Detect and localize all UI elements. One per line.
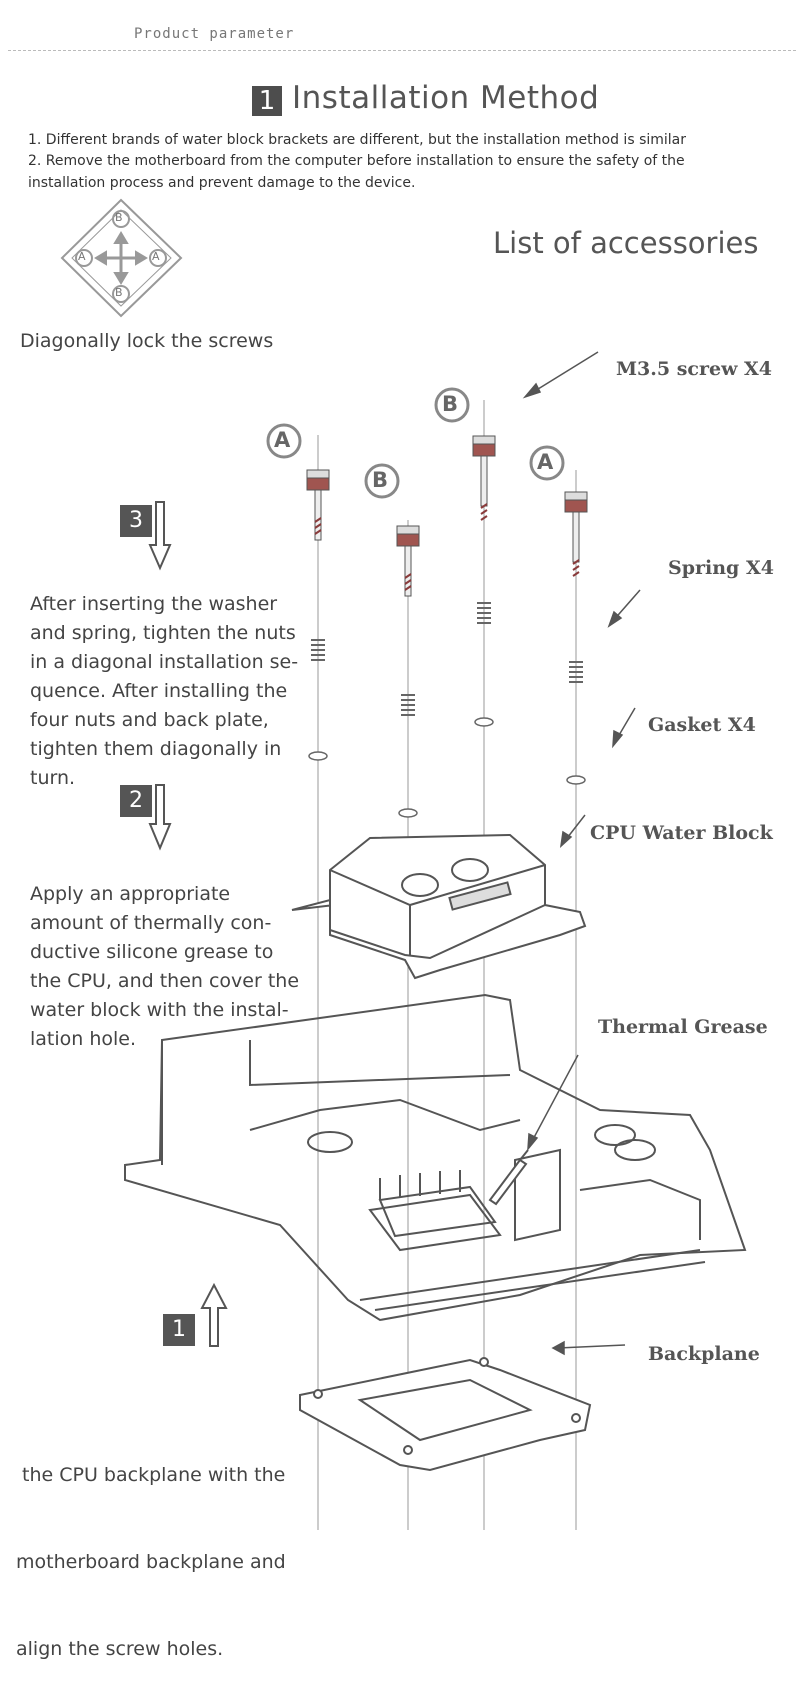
label-water-block: CPU Water Block	[590, 822, 773, 844]
step-2-badge: 2	[120, 785, 152, 817]
diagonal-diagram	[60, 198, 183, 318]
label-screw: M3.5 screw X4	[616, 358, 772, 380]
step-1-text: the CPU backplane with the motherboard b…	[16, 1464, 286, 1660]
diagram-letter-b-bottom: B	[115, 286, 123, 299]
installation-illustration	[60, 198, 747, 1530]
washers	[308, 717, 586, 818]
label-backplane: Backplane	[648, 1343, 760, 1365]
screws	[306, 435, 588, 597]
screw-marker-b-1: B	[372, 468, 389, 492]
step-2-text: Apply an appropriate amount of thermally…	[30, 883, 300, 1050]
note-line-1: 1. Different brands of water block brack…	[28, 132, 686, 148]
backplate	[299, 1357, 592, 1472]
diagram-letter-b-top: B	[115, 211, 123, 224]
label-thermal-grease: Thermal Grease	[598, 1016, 768, 1038]
diagram-letter-a-left: A	[78, 250, 86, 263]
label-spring: Spring X4	[668, 557, 774, 579]
title-number-badge: 1	[252, 86, 282, 116]
springs	[311, 602, 583, 716]
screw-marker-a-1: A	[274, 428, 291, 452]
diagonal-caption: Diagonally lock the screws	[20, 330, 274, 352]
pointer-arrows	[522, 351, 641, 1356]
note-line-2: 2. Remove the motherboard from the compu…	[28, 153, 685, 169]
step-1-badge: 1	[163, 1314, 195, 1346]
header-label: Product parameter	[134, 26, 295, 42]
step-arrows	[148, 501, 228, 1347]
header-divider	[8, 50, 796, 51]
screw-marker-a-2: A	[537, 450, 554, 474]
screw-marker-b-2: B	[442, 392, 459, 416]
diagram-letter-a-right: A	[152, 250, 160, 263]
page-title: Installation Method	[292, 80, 600, 116]
motherboard	[124, 993, 747, 1322]
water-block	[291, 833, 587, 980]
accessories-title: List of accessories	[493, 226, 759, 260]
step-3-text: After inserting the washer and spring, t…	[30, 593, 299, 789]
label-gasket: Gasket X4	[648, 714, 756, 736]
step-3-badge: 3	[120, 505, 152, 537]
note-line-3: installation process and prevent damage …	[28, 175, 416, 191]
thermal-grease-syringe	[488, 1149, 529, 1206]
